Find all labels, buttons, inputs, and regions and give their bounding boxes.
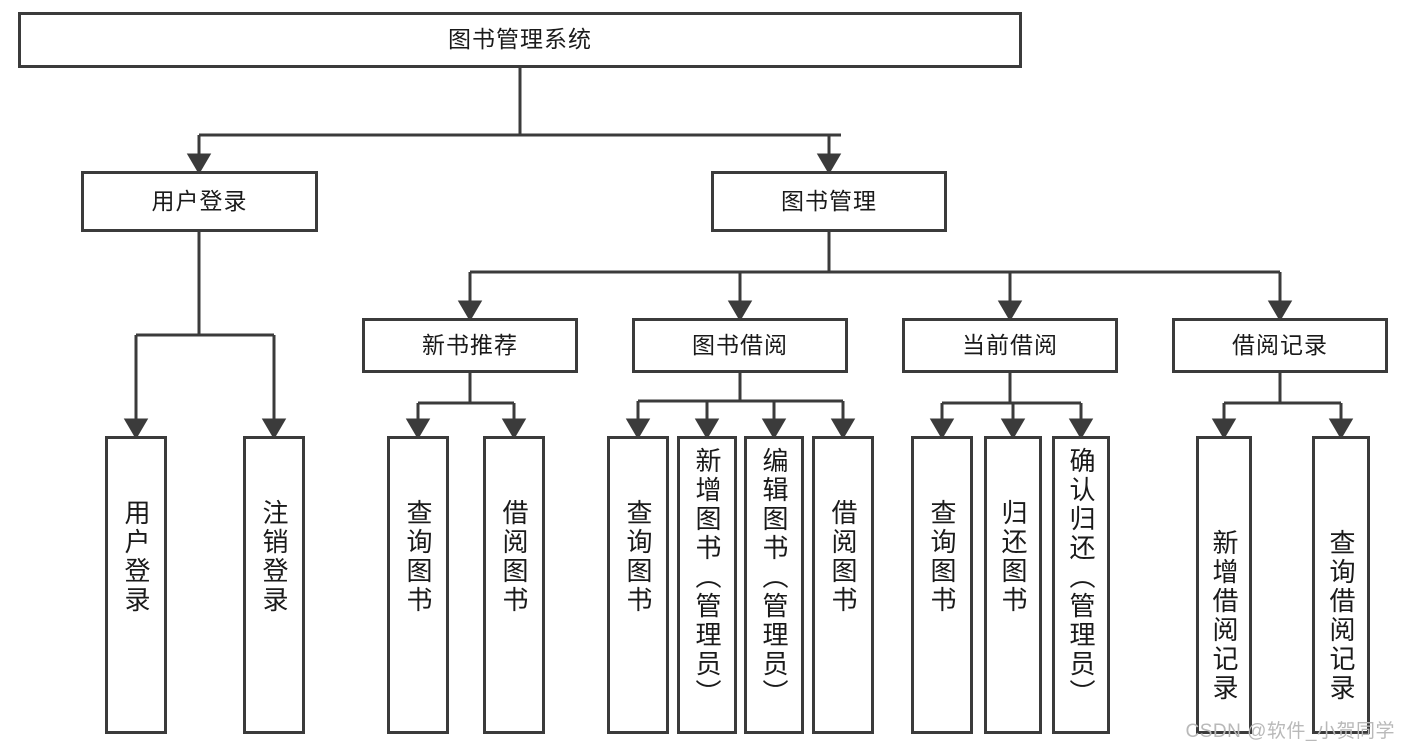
node-leaf-query-book-1[interactable]: 查询图书 bbox=[387, 436, 449, 734]
node-label: 归还图书 bbox=[998, 499, 1028, 615]
node-label: 查询图书 bbox=[403, 499, 433, 615]
node-current-borrow[interactable]: 当前借阅 bbox=[902, 318, 1118, 373]
node-leaf-borrow-book-1[interactable]: 借阅图书 bbox=[483, 436, 545, 734]
node-leaf-return-book[interactable]: 归还图书 bbox=[984, 436, 1042, 734]
node-label: 借阅图书 bbox=[499, 499, 529, 615]
node-leaf-query-book-3[interactable]: 查询图书 bbox=[911, 436, 973, 734]
node-label: 图书管理 bbox=[781, 187, 877, 214]
node-label: 编辑图书（管理员） bbox=[759, 447, 789, 708]
node-leaf-add-book-admin[interactable]: 新增图书（管理员） bbox=[677, 436, 737, 734]
node-leaf-logout[interactable]: 注销登录 bbox=[243, 436, 305, 734]
node-leaf-edit-book-admin[interactable]: 编辑图书（管理员） bbox=[744, 436, 804, 734]
node-leaf-query-borrow-record[interactable]: 查询借阅记录 bbox=[1312, 436, 1370, 734]
node-user-login[interactable]: 用户登录 bbox=[81, 171, 318, 232]
node-label: 查询图书 bbox=[927, 499, 957, 615]
node-label: 借阅图书 bbox=[828, 499, 858, 615]
node-leaf-confirm-return-admin[interactable]: 确认归还（管理员） bbox=[1052, 436, 1110, 734]
node-leaf-user-login[interactable]: 用户登录 bbox=[105, 436, 167, 734]
node-borrow-records[interactable]: 借阅记录 bbox=[1172, 318, 1388, 373]
node-label: 图书管理系统 bbox=[448, 26, 592, 53]
node-book-management-system[interactable]: 图书管理系统 bbox=[18, 12, 1022, 68]
node-book-management[interactable]: 图书管理 bbox=[711, 171, 947, 232]
node-book-borrow[interactable]: 图书借阅 bbox=[632, 318, 848, 373]
node-label: 确认归还（管理员） bbox=[1066, 447, 1096, 708]
node-label: 查询图书 bbox=[623, 499, 653, 615]
node-label: 借阅记录 bbox=[1232, 331, 1328, 358]
node-label: 注销登录 bbox=[259, 499, 289, 615]
node-leaf-query-book-2[interactable]: 查询图书 bbox=[607, 436, 669, 734]
node-label: 图书借阅 bbox=[692, 331, 788, 358]
node-label: 用户登录 bbox=[151, 187, 248, 214]
node-new-book-recommend[interactable]: 新书推荐 bbox=[362, 318, 578, 373]
node-leaf-add-borrow-record[interactable]: 新增借阅记录 bbox=[1196, 436, 1252, 734]
node-label: 新增图书（管理员） bbox=[692, 447, 722, 708]
node-leaf-borrow-book-2[interactable]: 借阅图书 bbox=[812, 436, 874, 734]
node-label: 新增借阅记录 bbox=[1209, 529, 1239, 703]
node-label: 查询借阅记录 bbox=[1326, 529, 1356, 703]
node-label: 当前借阅 bbox=[962, 331, 1058, 358]
node-label: 用户登录 bbox=[121, 499, 151, 615]
node-label: 新书推荐 bbox=[422, 331, 518, 358]
